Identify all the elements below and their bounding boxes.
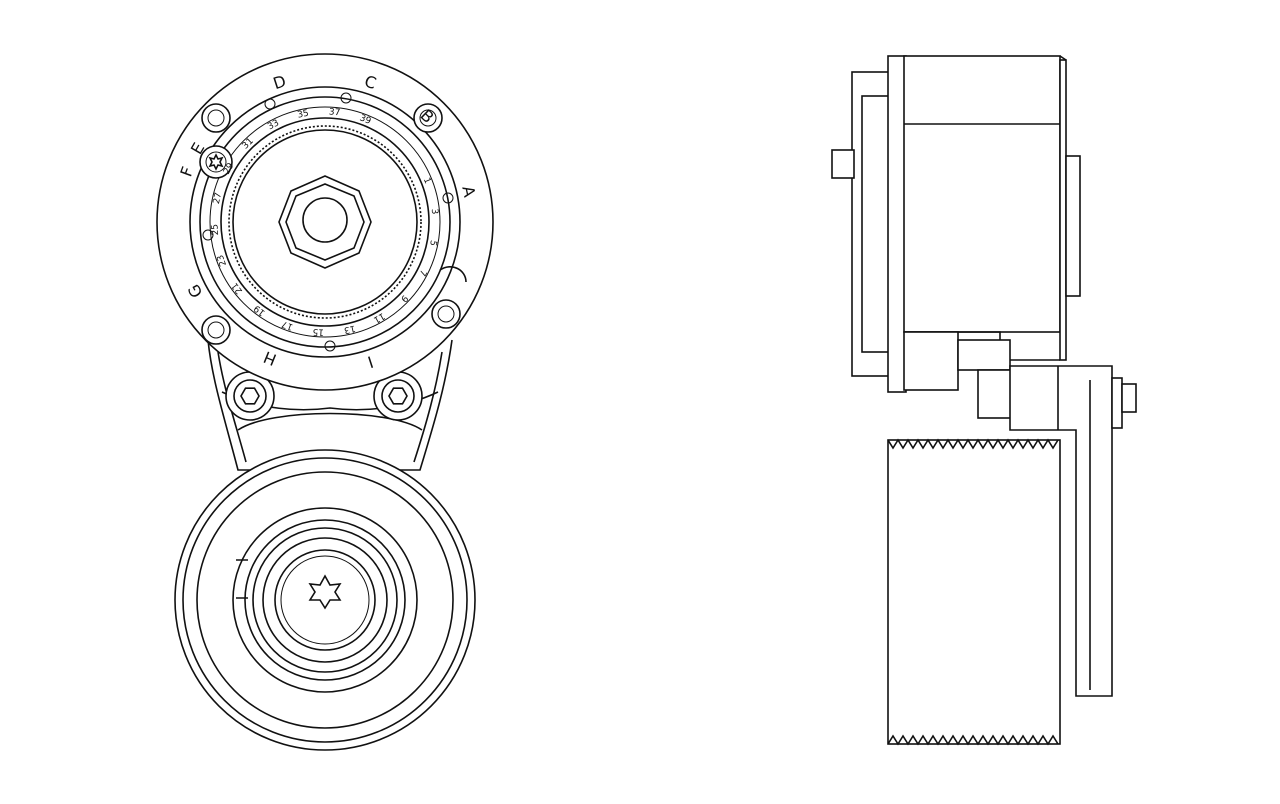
scale-number: 39 [358, 113, 373, 127]
side-left-plate [831, 71, 891, 377]
scale-number: 29 [222, 161, 236, 176]
scale-number: 35 [297, 109, 310, 121]
housing-screw-bottom-right [431, 299, 461, 329]
scale-number: 13 [343, 323, 356, 335]
side-view [831, 55, 1137, 746]
scale-number: 1 [421, 176, 432, 185]
center-hex-nut [278, 175, 372, 269]
scale-number: 37 [328, 107, 340, 118]
scale-number: 23 [216, 253, 229, 267]
side-arm [1009, 365, 1137, 697]
pulley-torx-bolt [308, 574, 342, 610]
housing-screw-bottom-left [201, 315, 231, 345]
scale-number: 3 [429, 208, 440, 215]
side-pulley [887, 438, 1061, 746]
scale-number: 25 [210, 224, 221, 236]
position-letter-i: I [365, 352, 375, 372]
scale-number: 7 [416, 268, 428, 278]
housing-screw-top-left [201, 103, 231, 133]
scale-number: 15 [312, 326, 324, 337]
scale-number: 33 [266, 118, 281, 132]
side-steps [903, 331, 1019, 419]
scale-number: 11 [371, 310, 386, 324]
position-letter-a: A [458, 184, 479, 199]
scale-number: 5 [427, 239, 438, 247]
side-housing [887, 55, 1081, 393]
housing-screw-top-right [413, 103, 443, 133]
position-letter-d: D [271, 71, 289, 93]
torx-screw [199, 145, 233, 179]
scale-number: 17 [280, 318, 294, 331]
position-letter-c: C [362, 71, 378, 93]
scale-number: 9 [398, 293, 409, 304]
scale-number: 27 [212, 192, 224, 205]
